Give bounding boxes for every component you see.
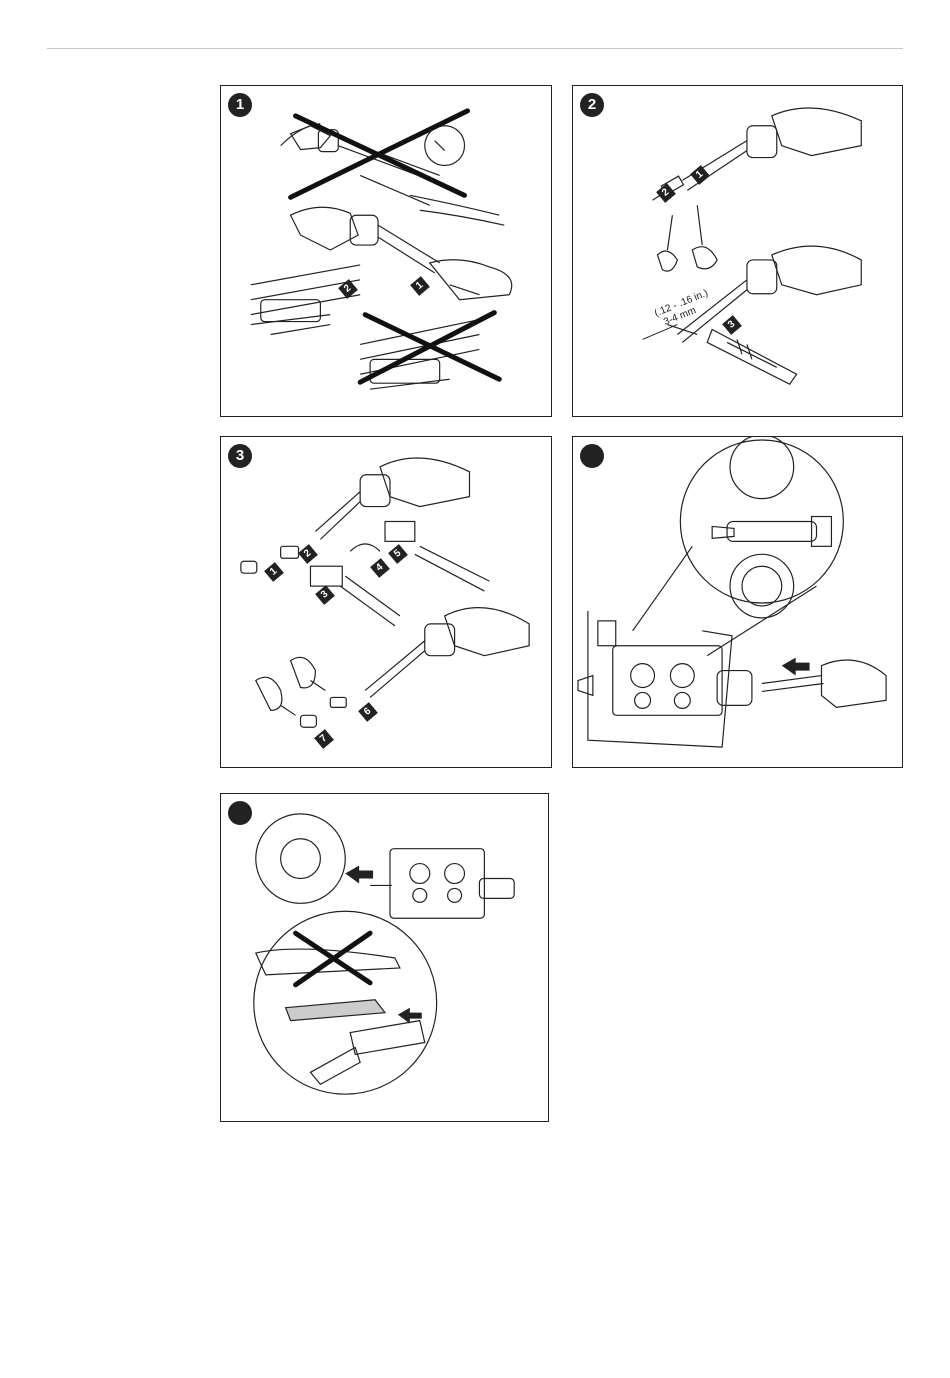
figure-panel-3: 3 1 2 3 4 5 6 7 bbox=[220, 436, 552, 768]
header-rule bbox=[47, 48, 903, 49]
wire-feeder-insert-illustration bbox=[573, 437, 902, 767]
figure-panel-4 bbox=[572, 436, 903, 768]
figure-panel-2: 2 1 2 3 (.12 - .16 in.) 3-4 mm bbox=[572, 85, 903, 417]
torch-removal-illustration bbox=[221, 86, 551, 416]
liner-cut-illustration bbox=[573, 86, 902, 416]
figure-panel-1: 1 bbox=[220, 85, 552, 417]
figure-panel-5 bbox=[220, 793, 549, 1122]
wire-deburr-illustration bbox=[221, 794, 548, 1121]
liner-install-illustration bbox=[221, 437, 551, 767]
